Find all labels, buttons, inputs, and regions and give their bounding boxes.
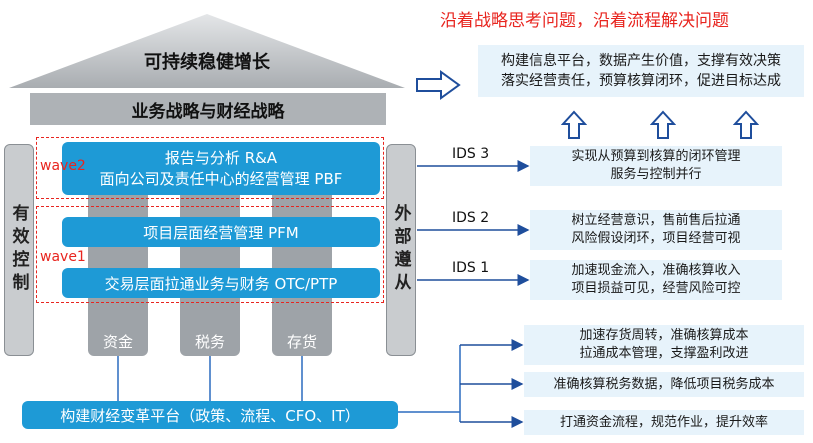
outcome-box: 准确核算税务数据，降低项目税务成本: [524, 372, 804, 397]
wave1-region: [36, 206, 384, 303]
goal-line-1: 构建信息平台，数据产生价值，支撑有效决策: [501, 53, 781, 69]
wave2-label: wave2: [40, 158, 86, 174]
layer-otc: 交易层面拉通业务与财务 OTC/PTP: [62, 268, 380, 298]
outcome-line: 实现从预算到核算的闭环管理: [571, 149, 741, 164]
layer-pfm: 项目层面经营管理 PFM: [62, 217, 380, 247]
pillar-capital-label: 资金: [102, 332, 133, 351]
up-arrow-icon: [561, 110, 587, 139]
layer-pbf-title: 面向公司及责任中心的经营管理 PBF: [99, 169, 343, 188]
outcome-box: 树立经营意识，售前售后拉通 风险假设闭环，项目经营可视: [530, 210, 782, 250]
layer-rna-title: 报告与分析 R&A: [164, 148, 278, 167]
ids3-label: IDS 3: [452, 146, 490, 162]
outcome-box: 实现从预算到核算的闭环管理 服务与控制并行: [530, 146, 782, 186]
slogan: 沿着战略思考问题，沿着流程解决问题: [440, 11, 729, 31]
roof-title: 可持续稳健增长: [144, 52, 270, 73]
outcome-line: 拉通成本管理，支撑盈利改进: [579, 346, 749, 361]
pillar-inventory-label: 存货: [286, 332, 317, 351]
wave1-label: wave1: [40, 249, 86, 265]
pillar-tax-label: 税务: [194, 332, 225, 351]
layer-rna-pbf: 报告与分析 R&A 面向公司及责任中心的经营管理 PBF: [62, 142, 380, 195]
wave2-region: [36, 137, 384, 199]
outcome-box: 加速存货周转，准确核算成本 拉通成本管理，支撑盈利改进: [524, 325, 804, 365]
platform-bar: 构建财经变革平台（政策、流程、CFO、IT）: [22, 401, 398, 429]
outcome-line: 准确核算税务数据，降低项目税务成本: [553, 376, 775, 392]
outcome-line: 风险假设闭环，项目经营可视: [571, 231, 741, 246]
outcome-line: 树立经营意识，售前售后拉通: [571, 213, 741, 228]
right-pillar: 外部遵从: [386, 144, 416, 356]
roof: [9, 14, 405, 88]
goal-line-2: 落实经营责任，预算核算闭环，促进目标达成: [501, 73, 781, 89]
goal-box: 构建信息平台，数据产生价值，支撑有效决策 落实经营责任，预算核算闭环，促进目标达…: [478, 45, 804, 97]
outcome-line: 加速现金流入，准确核算收入: [571, 263, 741, 278]
outcome-line: 服务与控制并行: [610, 167, 702, 182]
strategy-bar: 业务战略与财经战略: [30, 93, 386, 125]
up-arrow-icon: [650, 110, 676, 139]
ids1-label: IDS 1: [452, 260, 490, 276]
ids2-label: IDS 2: [452, 210, 490, 226]
outcome-line: 打通资金流程，规范作业，提升效率: [559, 414, 768, 430]
right-arrow-icon: [416, 70, 461, 100]
up-arrow-icon: [733, 110, 759, 139]
outcome-box: 加速现金流入，准确核算收入 项目损益可见，经营风险可控: [530, 260, 782, 300]
outcome-box: 打通资金流程，规范作业，提升效率: [524, 410, 804, 435]
outcome-line: 加速存货周转，准确核算成本: [579, 328, 749, 343]
left-pillar: 有效控制: [4, 144, 34, 356]
outcome-line: 项目损益可见，经营风险可控: [571, 281, 741, 296]
